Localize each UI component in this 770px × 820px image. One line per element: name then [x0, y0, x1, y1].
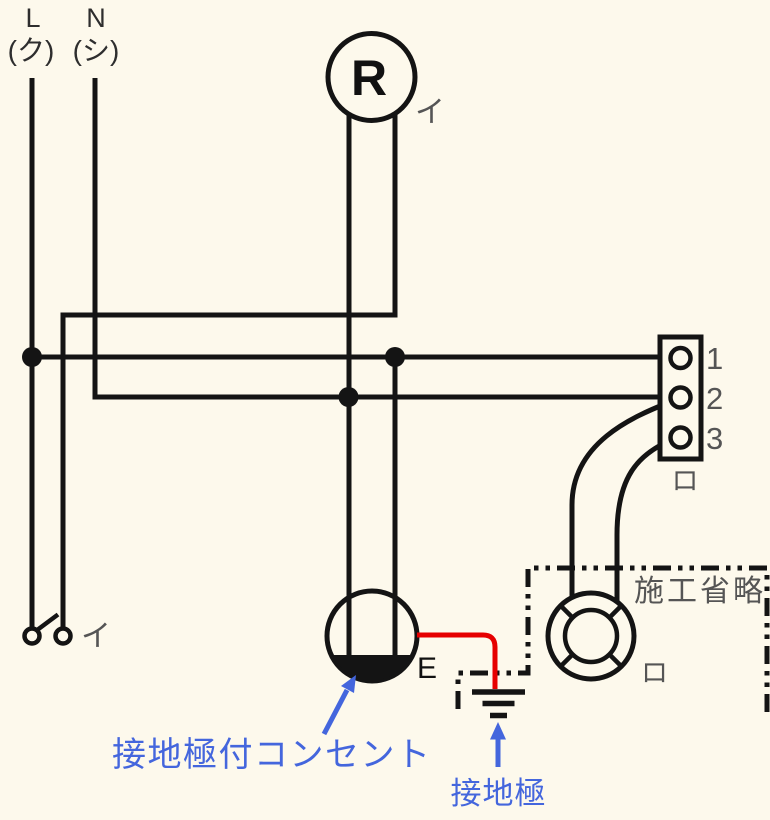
source-neutral-sub-label: (シ) — [73, 35, 120, 66]
omission-box-outline — [455, 565, 770, 716]
outlet-annotation-arrow-line — [321, 688, 350, 736]
junction-dot-live-left — [22, 347, 42, 367]
switch-terminal-right — [53, 626, 73, 646]
terminal-3-label: 3 — [706, 421, 723, 456]
source-neutral-label: N — [86, 3, 106, 33]
terminal-2-circle — [668, 385, 693, 410]
junction-dot-live-mid — [385, 347, 405, 367]
switch-lever — [35, 612, 60, 633]
earth-wire — [417, 632, 498, 689]
ground-annotation-label: 接地極 — [451, 776, 547, 811]
wire-neutral-run — [92, 78, 670, 400]
wire-terminal2-to-lamp — [569, 399, 671, 605]
terminal-1-label: 1 — [706, 341, 723, 376]
lamp-r-circuit-label: イ — [415, 96, 445, 129]
lamp-r-circle — [325, 31, 418, 123]
terminal-block-circuit-label: ロ — [672, 466, 699, 496]
source-live-sub-label: (ク) — [8, 35, 55, 66]
wire-switched-return — [60, 100, 398, 630]
switch-terminal-left — [22, 626, 42, 646]
terminal-1-circle — [668, 345, 693, 371]
omitted-lamp-inner-circle — [562, 607, 620, 665]
terminal-2-label: 2 — [706, 381, 723, 416]
outlet-annotation-arrow-head — [341, 675, 356, 693]
ground-annotation-arrow-head — [490, 722, 506, 740]
outlet-inner-poles — [346, 594, 398, 655]
switch-circuit-label: イ — [81, 620, 111, 653]
outlet-ground-mark: E — [417, 652, 437, 685]
omission-box-label: 施工省略 — [634, 575, 766, 608]
lamp-r-letter: R — [351, 50, 387, 106]
source-live-label: L — [25, 3, 40, 33]
junction-dot-neutral — [338, 387, 359, 407]
omitted-lamp-spokes — [559, 604, 623, 668]
ground-electrode-symbol — [472, 689, 525, 719]
terminal-3-circle — [668, 425, 693, 450]
outlet-annotation-label: 接地極付コンセント — [112, 736, 432, 774]
omitted-lamp-circuit-label: ロ — [641, 658, 668, 688]
